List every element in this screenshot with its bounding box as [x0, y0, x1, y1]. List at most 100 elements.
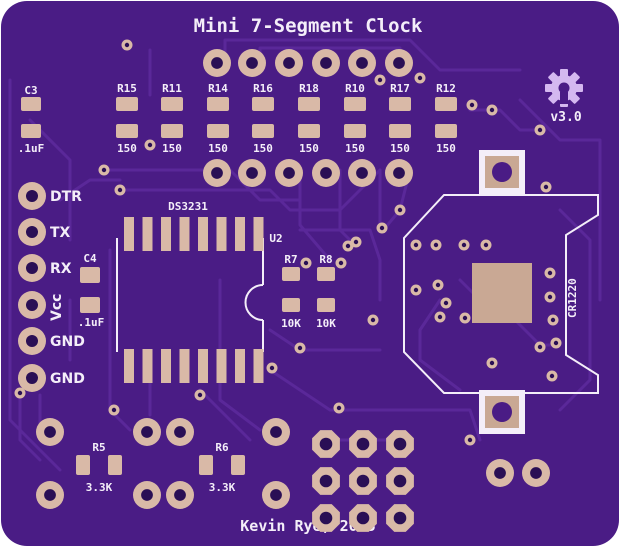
r5-value: 3.3K [86, 481, 113, 494]
via [367, 314, 379, 326]
header-pin-label: GND [50, 334, 85, 350]
chip-pin [142, 217, 153, 251]
resistor-value: 150 [345, 142, 365, 155]
display-pad [385, 159, 413, 187]
via [432, 279, 444, 291]
header-pin-label: RX [50, 261, 72, 277]
chip-pin [216, 349, 227, 383]
resistor-value: 150 [162, 142, 182, 155]
chip-pin [124, 217, 134, 251]
chip-pin [198, 217, 208, 251]
resistor-value: 150 [436, 142, 456, 155]
via [430, 239, 442, 251]
via [342, 240, 354, 252]
via [114, 184, 126, 196]
via [335, 257, 347, 269]
chip-ref: U2 [269, 232, 282, 245]
through-hole-pad [486, 459, 514, 487]
via [410, 239, 422, 251]
chip-part: DS3231 [168, 200, 208, 213]
resistor-ref: R18 [299, 82, 319, 95]
c4-value: .1uF [78, 316, 105, 329]
via [486, 357, 498, 369]
display-pad [238, 159, 266, 187]
header-pin-vcc: Vcc [18, 291, 65, 321]
via [486, 104, 498, 116]
resistor-r16: R16 150 [252, 82, 274, 155]
via [458, 239, 470, 251]
vias [14, 39, 562, 446]
via [144, 139, 156, 151]
via [546, 370, 558, 382]
resistor-r15: R15 150 [116, 82, 138, 155]
chip-pin [179, 349, 190, 383]
chip-pin [179, 217, 190, 251]
via [121, 39, 133, 51]
display-pads-top [203, 49, 413, 77]
via [459, 312, 471, 324]
octagon-pad [349, 467, 377, 495]
display-pad [312, 49, 340, 77]
via [480, 239, 492, 251]
chip-pin [253, 349, 264, 383]
chip-pin [198, 349, 208, 383]
r5-ref: R5 [92, 441, 105, 454]
resistor-ref: R15 [117, 82, 137, 95]
via [464, 434, 476, 446]
octagon-pads [312, 430, 414, 532]
octagon-pad [386, 430, 414, 458]
via [534, 124, 546, 136]
through-hole-pads [36, 418, 550, 509]
resistor-ref: R16 [253, 82, 273, 95]
pullup-resistors: R7 10K R8 10K [281, 253, 336, 330]
via [534, 341, 546, 353]
resistor-value: 150 [117, 142, 137, 155]
via [14, 387, 26, 399]
display-pad [203, 49, 231, 77]
c4-ref: C4 [83, 252, 97, 265]
octagon-pad [312, 467, 340, 495]
through-hole-pad [166, 418, 194, 446]
chip-pin [235, 349, 245, 383]
header-pin-label: Vcc [49, 294, 65, 321]
through-hole-pad [133, 418, 161, 446]
chip-pin [161, 217, 171, 251]
resistor-ref: R11 [162, 82, 182, 95]
via [98, 164, 110, 176]
via [108, 404, 120, 416]
header-pin-label: GND [50, 371, 85, 387]
header-pin-gnd: GND [18, 364, 85, 392]
header-pin-dtr: DTR [18, 182, 82, 210]
board-title: Mini 7-Segment Clock [194, 15, 423, 37]
open-hardware-gear-icon [545, 69, 583, 107]
r7-value: 10K [281, 317, 301, 330]
c3-ref: C3 [24, 84, 37, 97]
via [294, 342, 306, 354]
resistor-value: 150 [253, 142, 273, 155]
battery-ref: CR1220 [566, 278, 579, 318]
header-pin-label: DTR [50, 189, 82, 205]
r7-ref: R7 [284, 253, 297, 266]
display-pad [312, 159, 340, 187]
through-hole-pad [262, 481, 290, 509]
header-pin-label: TX [50, 225, 71, 241]
octagon-pad [349, 430, 377, 458]
octagon-pad [312, 430, 340, 458]
through-hole-pad [133, 481, 161, 509]
c3-value: .1uF [18, 142, 45, 155]
header-pin-rx: RX [18, 254, 72, 282]
via [550, 337, 562, 349]
resistor-value: 150 [390, 142, 410, 155]
chip-pin [161, 349, 171, 383]
via [394, 204, 406, 216]
via [410, 284, 422, 296]
through-hole-pad [36, 418, 64, 446]
chip-pin [216, 217, 227, 251]
via [266, 362, 278, 374]
resistor-ref: R17 [390, 82, 410, 95]
via [333, 402, 345, 414]
